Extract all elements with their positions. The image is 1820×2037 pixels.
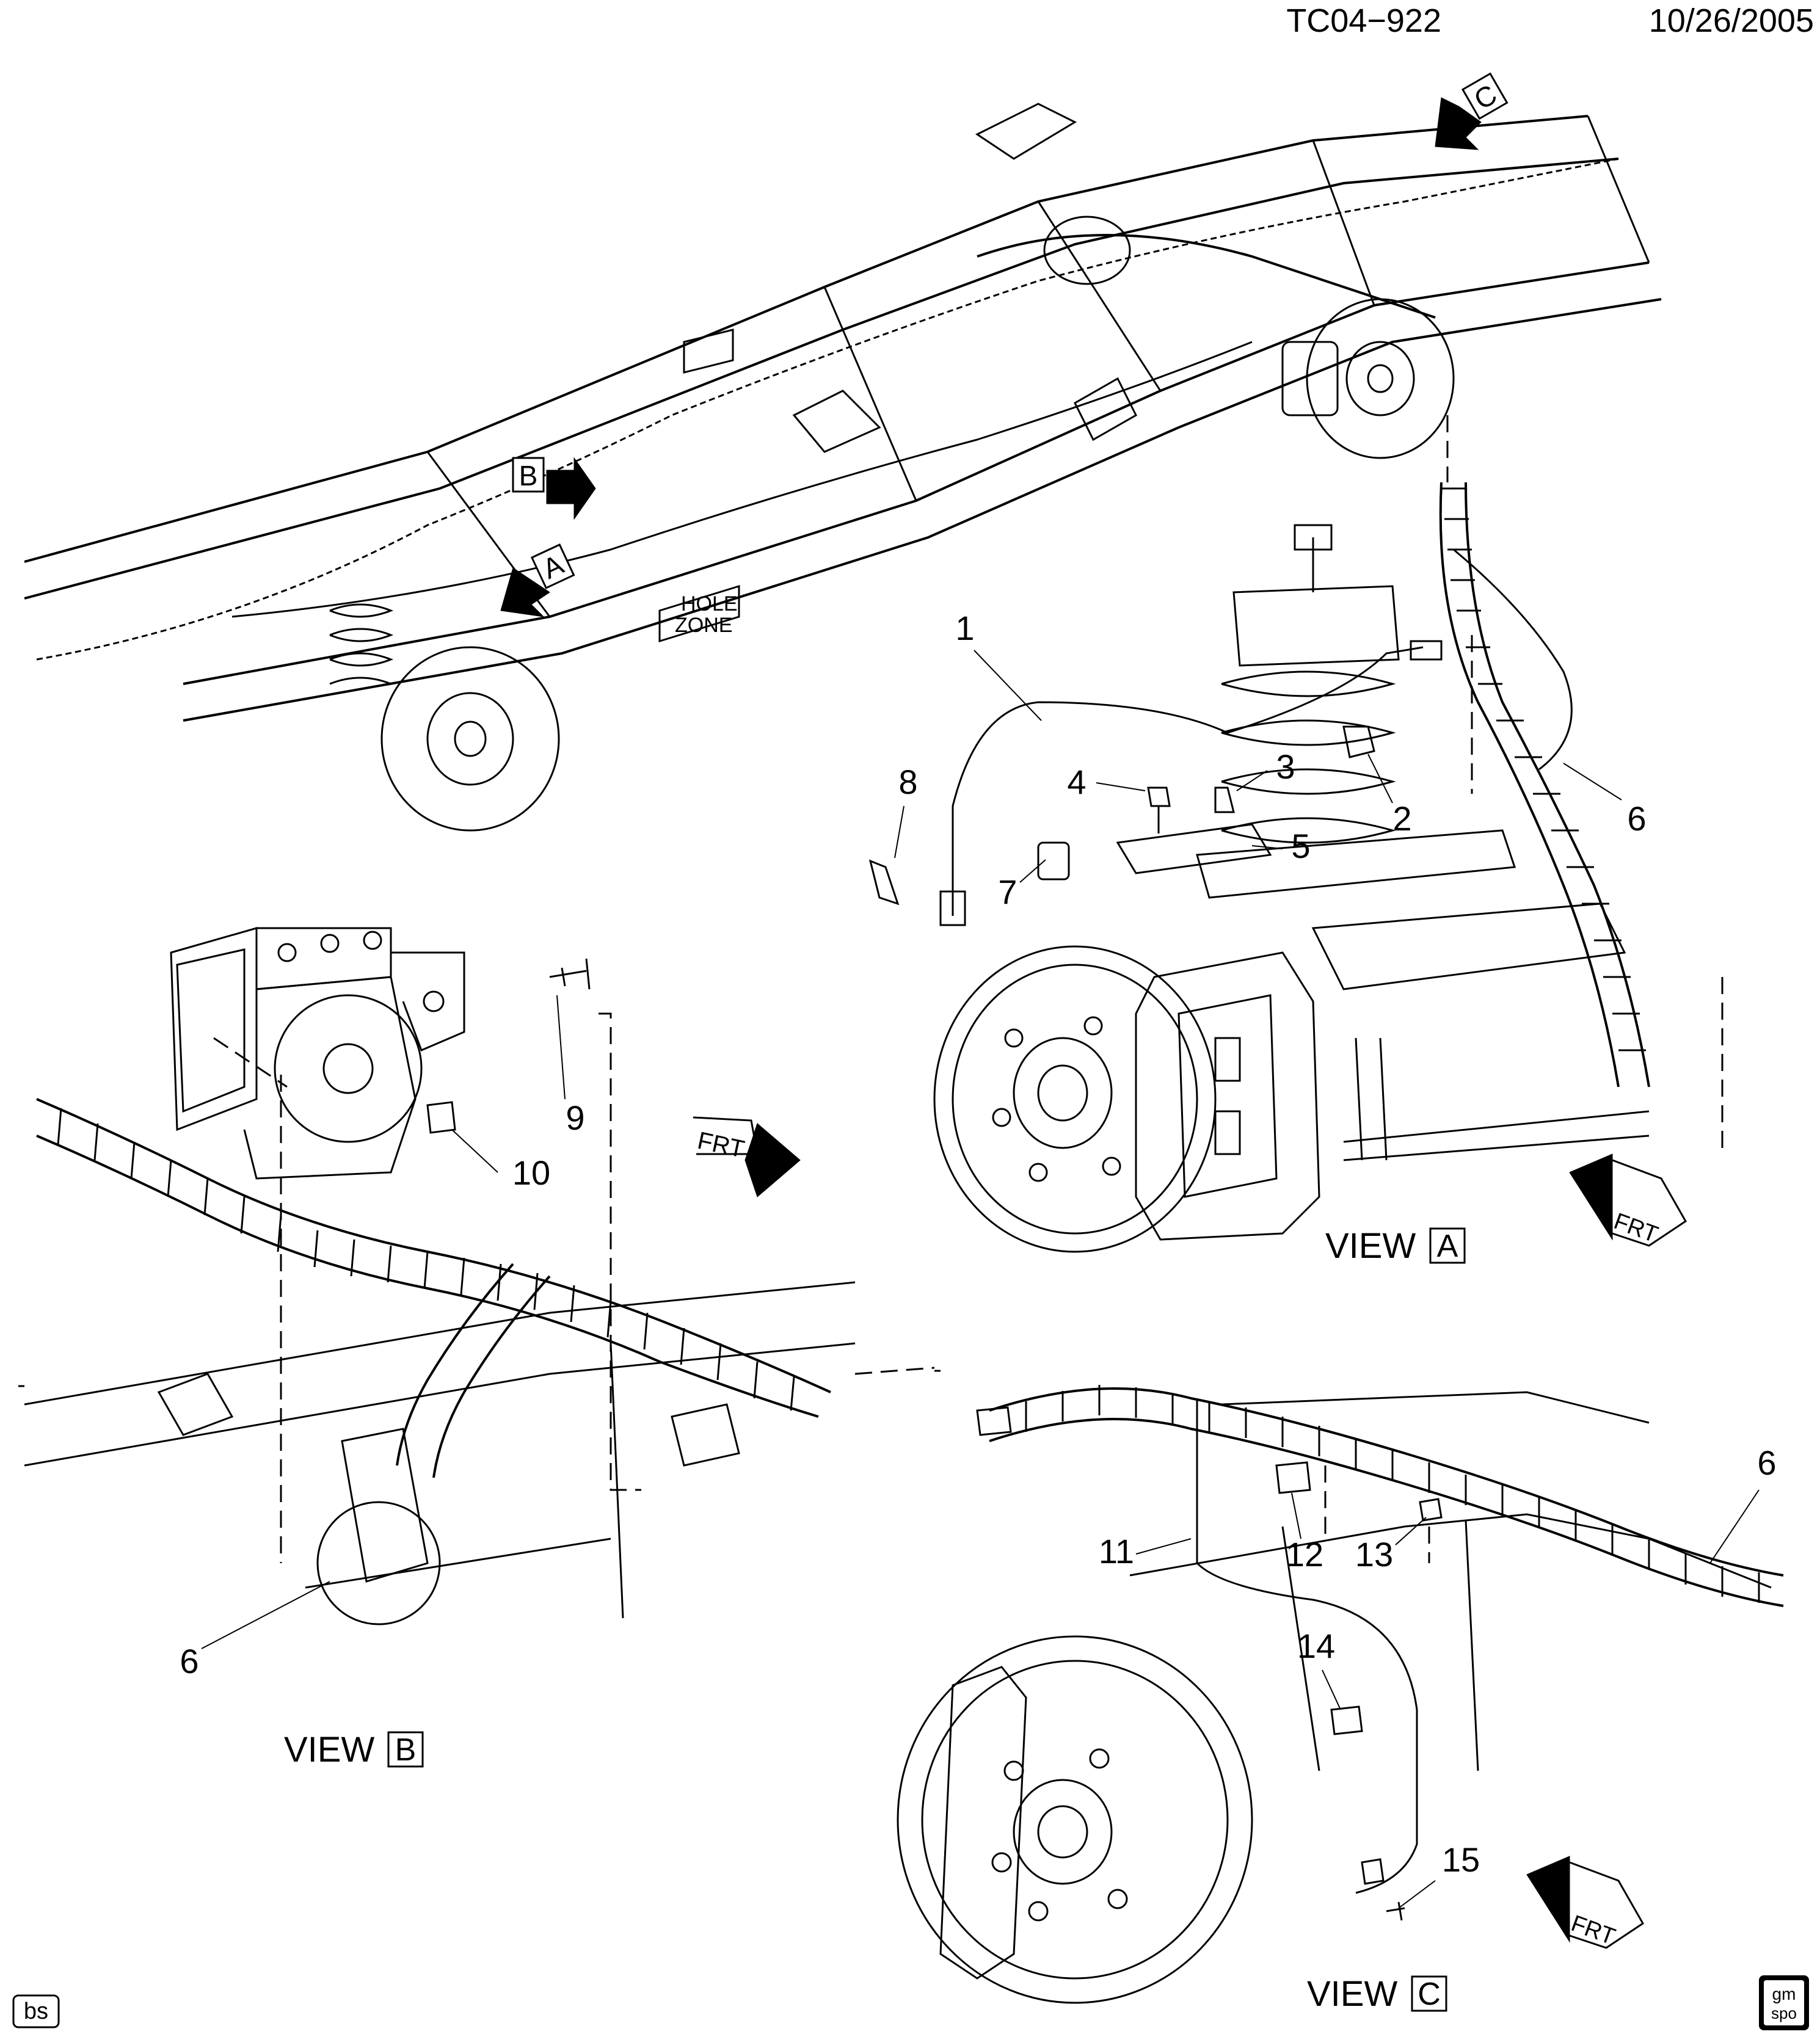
callout-4: 4: [1067, 763, 1086, 801]
diagram-date: 10/26/2005: [1649, 2, 1814, 39]
callout-3: 3: [1276, 747, 1295, 786]
view-arrow-a: A: [500, 543, 575, 617]
callout-13: 13: [1355, 1535, 1393, 1574]
view-c-word: VIEW: [1307, 1974, 1397, 2014]
view-c-illustration: [897, 1370, 1784, 2004]
callout-5: 5: [1291, 827, 1310, 865]
callout-6-view-a: 6: [1627, 799, 1646, 838]
view-a-word: VIEW: [1325, 1226, 1416, 1266]
header: TC04−922 10/26/2005: [1286, 2, 1814, 39]
forward-arrow-middle: FRT: [693, 1116, 801, 1197]
callout-9: 9: [566, 1098, 584, 1137]
callout-1: 1: [955, 609, 974, 647]
frame-overview: HOLE ZONE: [24, 103, 1662, 832]
view-a-letter: A: [1437, 1229, 1458, 1264]
hole-zone-line2: ZONE: [675, 614, 732, 637]
view-arrow-b-letter: B: [519, 460, 538, 492]
gm-spo-logo: gm spo: [1759, 1975, 1809, 2030]
frt-label-middle: FRT: [695, 1127, 746, 1163]
view-c-title: VIEW C: [1307, 1974, 1447, 2014]
front-wheel-overview: [380, 646, 560, 832]
view-c-letter: C: [1418, 1977, 1441, 2012]
view-b-title: VIEW B: [284, 1730, 424, 1770]
callout-6-view-c: 6: [1757, 1443, 1776, 1482]
view-c-callouts: 6 11 12 13 14 15: [1099, 1443, 1777, 1909]
callout-15: 15: [1442, 1840, 1480, 1879]
callout-14: 14: [1297, 1627, 1335, 1665]
callout-8: 8: [898, 763, 917, 801]
callout-7: 7: [998, 873, 1017, 911]
view-b-word: VIEW: [284, 1730, 374, 1770]
forward-arrow-view-c: FRT: [1526, 1856, 1644, 1950]
forward-arrow-view-a: FRT: [1569, 1153, 1687, 1247]
corner-label-left: bs: [24, 1999, 48, 2024]
view-a-illustration: [868, 415, 1724, 1253]
view-arrow-c: C: [1435, 72, 1509, 150]
hole-zone-plate: HOLE ZONE: [658, 584, 740, 643]
callout-12: 12: [1286, 1535, 1323, 1574]
callout-6-view-b: 6: [180, 1642, 198, 1680]
view-arrow-b: B: [512, 457, 596, 520]
view-b-illustration: [18, 927, 935, 1625]
view-b-callouts: 9 10 6: [180, 995, 585, 1680]
hole-zone-line1: HOLE: [681, 592, 738, 615]
view-a-title: VIEW A: [1325, 1226, 1466, 1266]
rear-wheel-overview: [1281, 298, 1455, 459]
corner-marks: bs gm spo: [12, 1975, 1809, 2030]
logo-line2: spo: [1771, 2004, 1797, 2022]
view-a-callouts: 1 2 3 4 5 6 7 8: [894, 609, 1647, 911]
callout-2: 2: [1392, 799, 1411, 838]
view-b-letter: B: [395, 1732, 417, 1768]
callout-10: 10: [512, 1153, 550, 1192]
logo-line1: gm: [1772, 1984, 1796, 2003]
callout-11: 11: [1099, 1532, 1134, 1570]
diagram-code: TC04−922: [1286, 2, 1441, 39]
